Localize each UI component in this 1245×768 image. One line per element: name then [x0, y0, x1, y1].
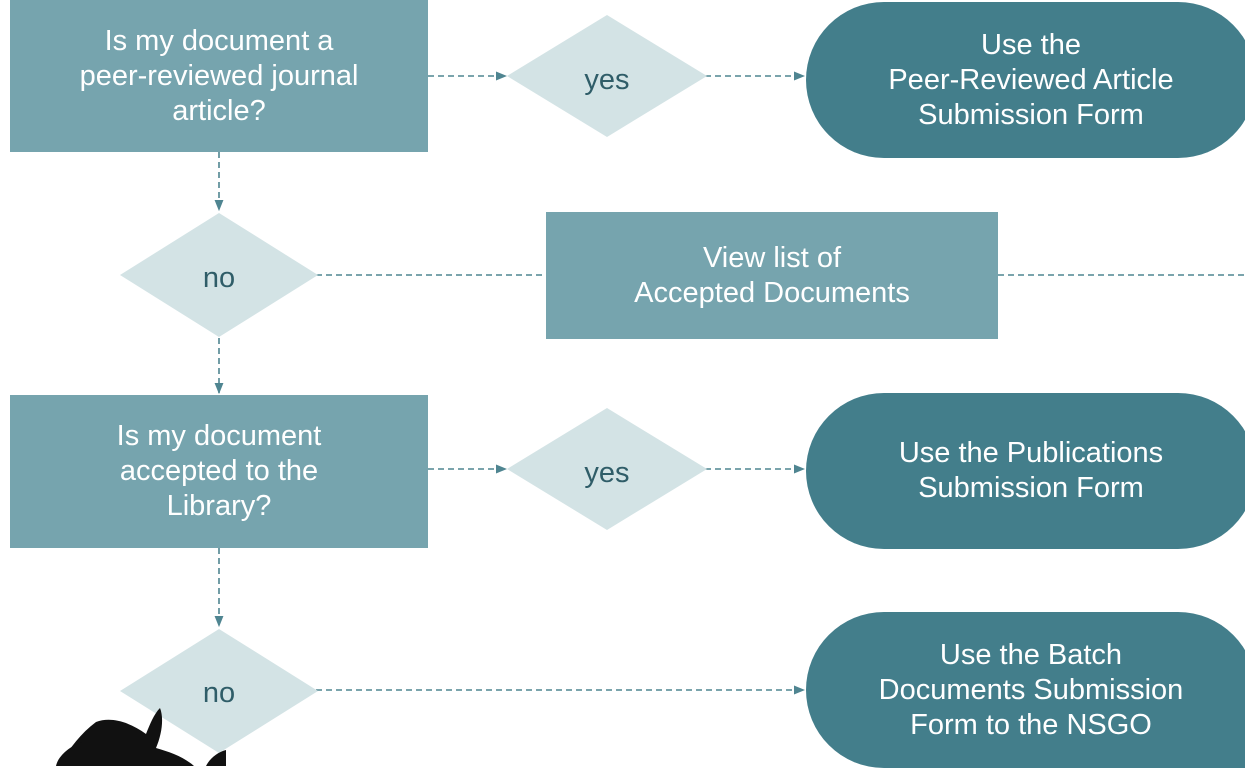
decision-diamond-no-1 — [120, 213, 318, 337]
accepted-documents-text: View list of Accepted Documents — [634, 241, 910, 309]
decision-diamond-yes-2 — [507, 408, 707, 530]
question-accepted-library-text: Is my document accepted to the Library? — [116, 420, 322, 522]
no-label-2: no — [202, 677, 236, 709]
yes-label-1: yes — [584, 64, 630, 96]
peer-reviewed-form-text: Use the Peer-Reviewed Article Submission… — [888, 28, 1174, 131]
no-label-1: no — [202, 262, 236, 294]
publications-form-pill[interactable]: Use the Publications Submission Form — [806, 393, 1245, 549]
question-peer-reviewed-text: Is my document a peer-reviewed journal a… — [79, 24, 359, 127]
peer-reviewed-form-pill[interactable]: Use the Peer-Reviewed Article Submission… — [806, 2, 1245, 158]
publications-form-text: Use the Publications Submission Form — [898, 437, 1164, 504]
yes-label-2: yes — [584, 457, 630, 489]
question-accepted-library-box: Is my document accepted to the Library? — [10, 395, 428, 548]
question-peer-reviewed-box: Is my document a peer-reviewed journal a… — [10, 0, 428, 152]
batch-form-text: Use the Batch Documents Submission Form … — [878, 638, 1184, 741]
batch-form-pill[interactable]: Use the Batch Documents Submission Form … — [806, 612, 1245, 768]
decision-diamond-yes-1 — [507, 15, 707, 137]
accepted-documents-box[interactable]: View list of Accepted Documents — [546, 212, 998, 339]
logo-mark — [56, 708, 226, 766]
decision-diamond-no-2 — [120, 629, 318, 753]
